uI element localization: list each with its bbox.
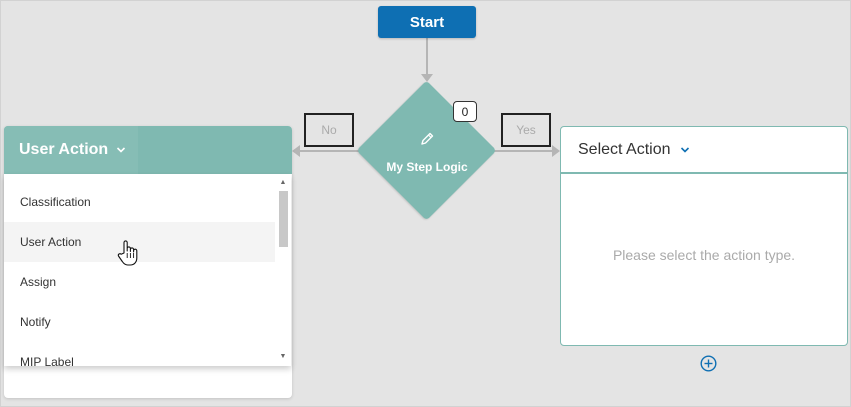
chevron-down-icon [680,146,690,154]
step-logic-label: My Step Logic [386,159,468,174]
scroll-thumb[interactable] [279,191,288,247]
dropdown-list: Classification User Action Assign Notify… [4,182,275,366]
selected-action-label: User Action [19,141,109,158]
action-type-select[interactable]: User Action [4,126,138,174]
add-step-icon[interactable] [700,355,717,372]
select-action-label: Select Action [578,140,671,158]
step-logic-content[interactable]: My Step Logic [366,126,488,178]
scroll-down-icon[interactable]: ▼ [279,352,287,360]
chevron-down-icon [116,146,126,154]
dropdown-item-user-action[interactable]: User Action [4,222,275,262]
no-branch-label: No [304,113,354,147]
count-badge: 0 [453,101,477,122]
hand-cursor-icon [117,239,139,267]
action-type-dropdown: Classification User Action Assign Notify… [4,174,291,366]
dropdown-item-assign[interactable]: Assign [20,275,57,289]
dropdown-scrollbar[interactable]: ▲ ▼ [275,174,291,366]
start-button[interactable]: Start [378,6,476,38]
scroll-up-icon[interactable]: ▲ [279,178,287,186]
yes-branch-panel: Select Action Please select the action t… [560,126,848,346]
dropdown-item-mip-label[interactable]: MIP Label [20,355,74,366]
dropdown-item-notify[interactable]: Notify [20,315,51,329]
yes-branch-label: Yes [501,113,551,147]
no-branch-header: User Action [4,126,292,174]
dropdown-item-classification[interactable]: Classification [20,195,91,209]
action-type-placeholder: Please select the action type. [612,247,796,263]
select-action-dropdown[interactable]: Select Action [561,127,847,174]
pencil-icon[interactable] [419,131,435,152]
